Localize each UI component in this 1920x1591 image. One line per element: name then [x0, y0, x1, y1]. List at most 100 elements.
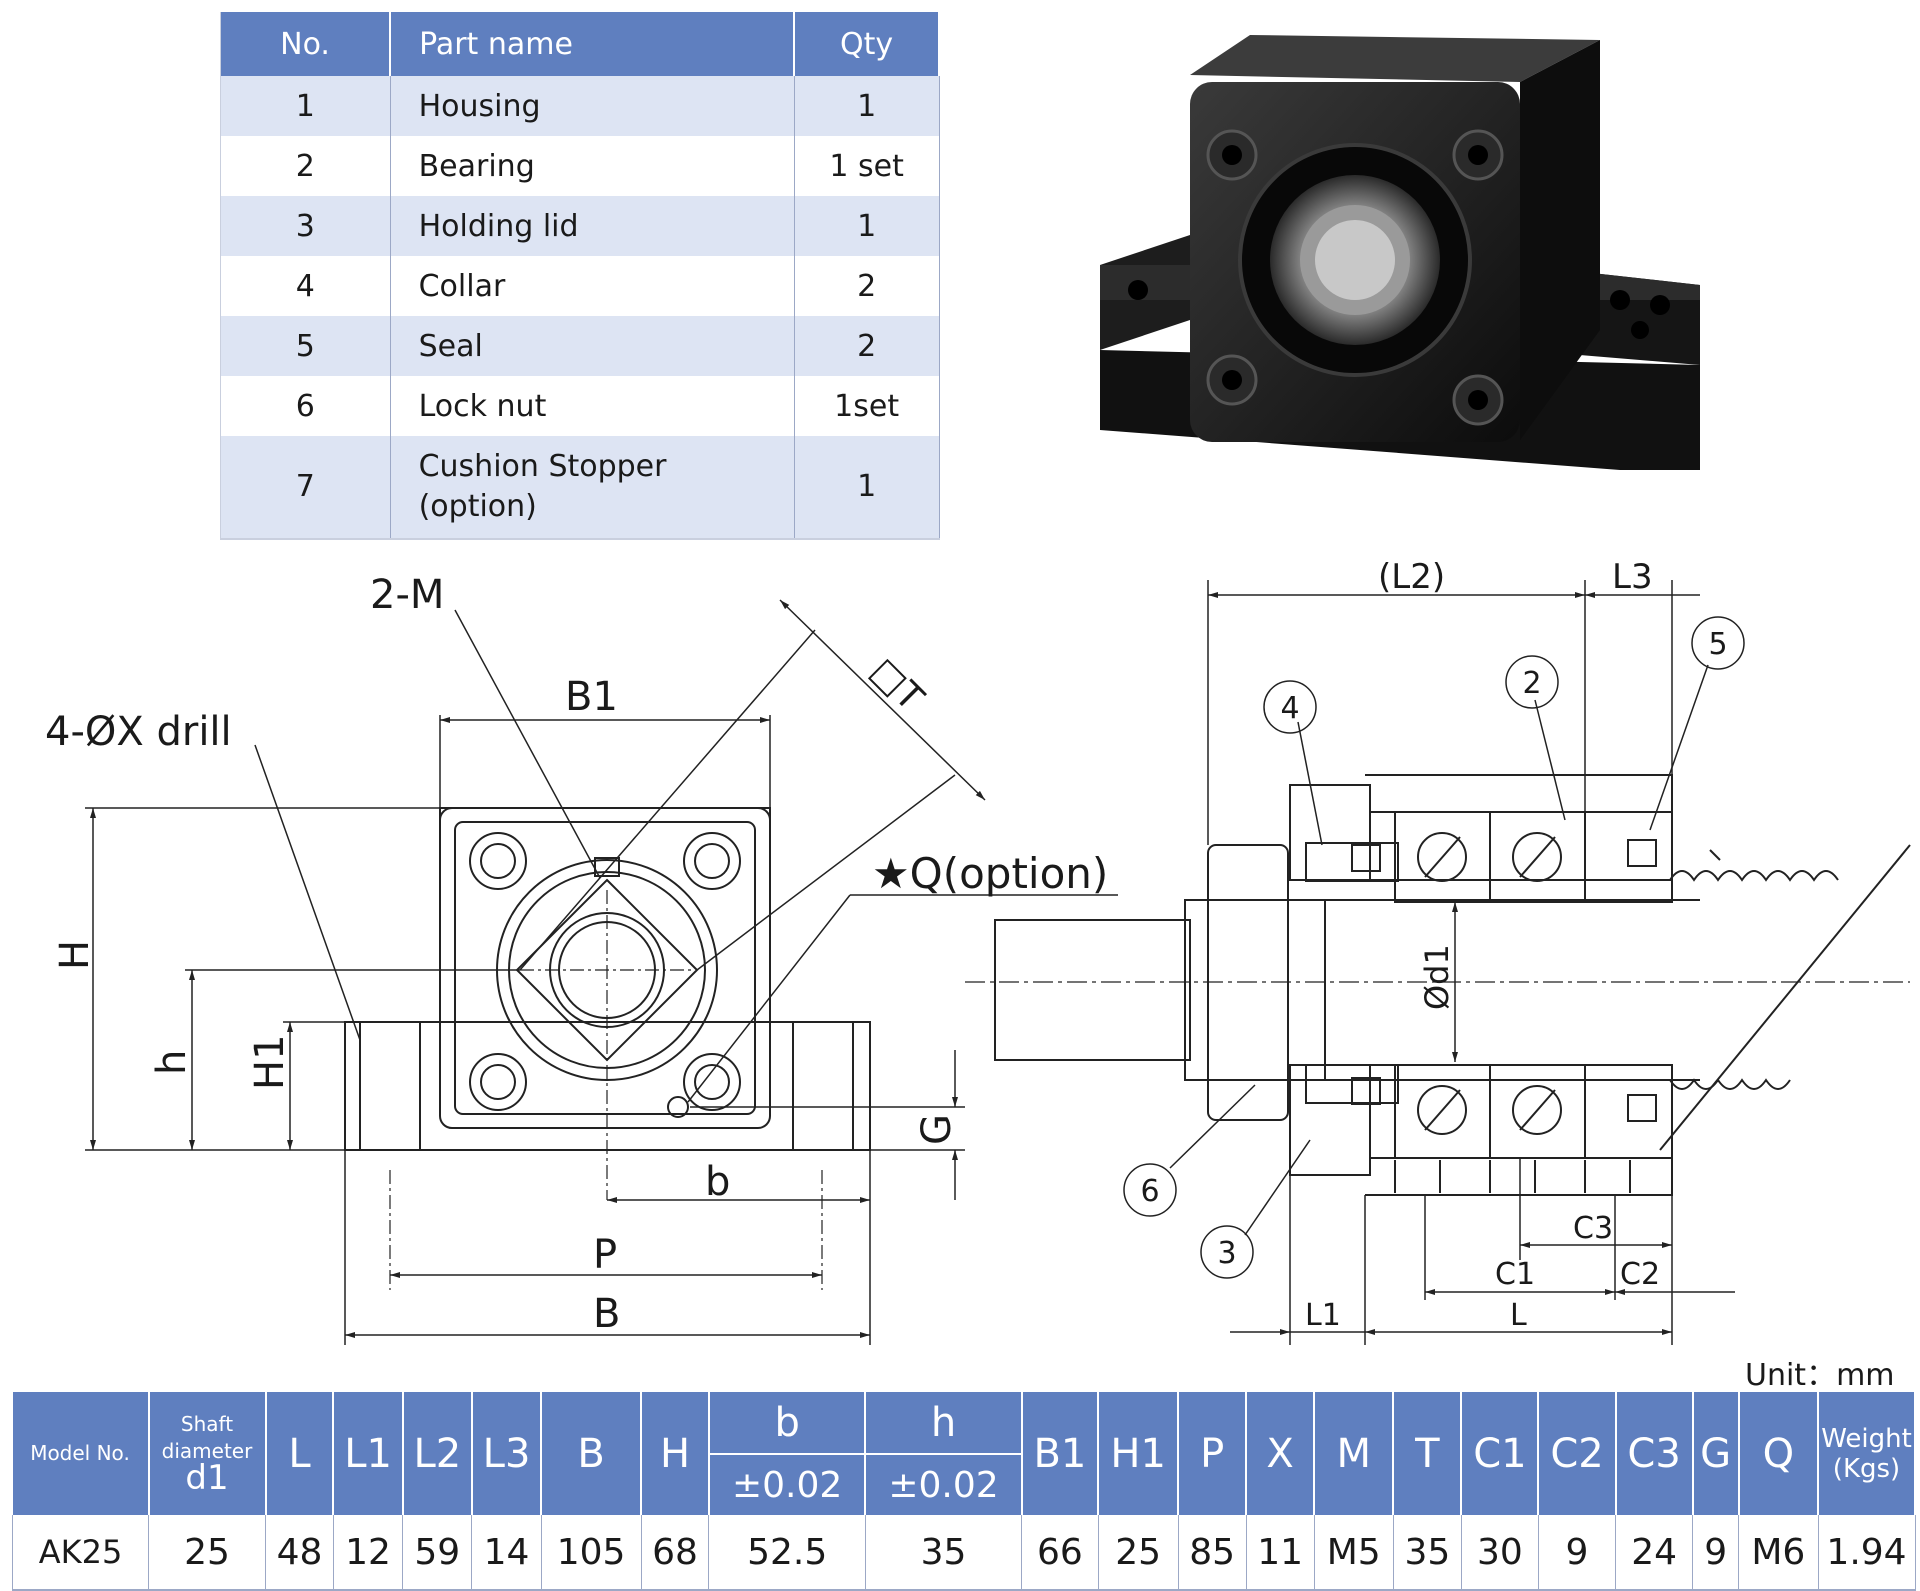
part-qty: 1set — [794, 376, 940, 436]
callout-4: 4 — [1280, 691, 1299, 726]
cell-weight: 1.94 — [1818, 1515, 1916, 1591]
col-part-name-header: Part name — [390, 12, 796, 76]
header-X: X — [1246, 1392, 1316, 1515]
side-view-labels: (L2) L3 Ød1 C3 C1 C2 L1 L 4 2 5 6 3 — [1140, 557, 1727, 1333]
header-b: b — [708, 1392, 867, 1454]
part-no: 6 — [220, 376, 391, 436]
part-no: 5 — [220, 316, 391, 376]
part-name: Bearing — [390, 136, 795, 196]
header-G: G — [1692, 1392, 1740, 1515]
product-photo — [1100, 35, 1700, 470]
cell-C2: 9 — [1538, 1515, 1617, 1591]
part-name-line2: (option) — [418, 489, 537, 524]
header-weight-line1: Weight — [1821, 1423, 1912, 1454]
header-shaft: Shaft diameter d1 — [148, 1392, 267, 1515]
label-h1: H1 — [247, 1034, 293, 1090]
cell-L3: 14 — [471, 1515, 542, 1591]
header-L3: L3 — [471, 1392, 543, 1515]
label-q: ★Q(option) — [872, 849, 1108, 898]
part-name: Cushion Stopper (option) — [390, 436, 795, 539]
side-view-dimensions — [1123, 580, 1745, 1345]
table-row: 6 Lock nut 1set — [220, 376, 940, 436]
header-weight: Weight (Kgs) — [1818, 1392, 1916, 1515]
front-view-labels: 2-M 4-ØX drill B1 □T ★Q(option) H h H1 G… — [45, 572, 1108, 1337]
header-h: h — [865, 1392, 1023, 1454]
table-row: 1 Housing 1 — [220, 76, 940, 136]
cell-model: AK25 — [12, 1515, 149, 1591]
part-qty: 2 — [794, 316, 940, 376]
header-shaft-line2: diameter — [161, 1439, 253, 1463]
header-h-tolerance: ±0.02 — [865, 1453, 1023, 1515]
label-c3: C3 — [1573, 1211, 1613, 1246]
header-L: L — [265, 1392, 335, 1515]
part-qty: 1 — [794, 76, 940, 136]
cell-C1: 30 — [1461, 1515, 1539, 1591]
part-qty: 1 set — [794, 136, 940, 196]
header-B1: B1 — [1021, 1392, 1100, 1515]
label-t: □T — [862, 650, 931, 719]
header-shaft-line3: d1 — [185, 1458, 229, 1498]
table-row: 5 Seal 2 — [220, 316, 940, 376]
label-b-small: b — [705, 1159, 730, 1205]
table-row: 4 Collar 2 — [220, 256, 940, 316]
header-H1: H1 — [1098, 1392, 1180, 1515]
col-qty-header: Qty — [794, 12, 940, 76]
part-name: Housing — [390, 76, 795, 136]
part-no: 2 — [220, 136, 391, 196]
table-row: AK25 25 48 12 59 14 105 68 52.5 35 66 25… — [12, 1515, 1916, 1591]
label-b1: B1 — [565, 674, 618, 720]
cell-B: 105 — [541, 1515, 642, 1591]
cell-L2: 59 — [402, 1515, 473, 1591]
table-row: 3 Holding lid 1 — [220, 196, 940, 256]
header-L1: L1 — [333, 1392, 404, 1515]
cell-b: 52.5 — [708, 1515, 866, 1591]
part-name: Holding lid — [390, 196, 795, 256]
header-C3: C3 — [1615, 1392, 1694, 1515]
header-M: M — [1314, 1392, 1395, 1515]
label-2m: 2-M — [370, 572, 444, 618]
header-H: H — [641, 1392, 710, 1515]
cell-h: 35 — [865, 1515, 1023, 1591]
cell-X: 11 — [1246, 1515, 1315, 1591]
label-p: P — [593, 1232, 617, 1278]
callout-3: 3 — [1217, 1236, 1236, 1271]
label-l1: L1 — [1305, 1298, 1341, 1333]
cell-L1: 12 — [333, 1515, 404, 1591]
header-model: Model No. — [12, 1392, 150, 1515]
cell-Q: M6 — [1738, 1515, 1819, 1591]
front-view — [344, 807, 871, 1290]
label-l3: L3 — [1612, 557, 1653, 597]
cell-H: 68 — [641, 1515, 710, 1591]
label-g: G — [914, 1114, 960, 1145]
cell-M: M5 — [1314, 1515, 1394, 1591]
part-name: Collar — [390, 256, 795, 316]
callout-5: 5 — [1708, 627, 1727, 662]
cell-P: 85 — [1178, 1515, 1247, 1591]
callout-6: 6 — [1140, 1174, 1159, 1209]
part-name: Seal — [390, 316, 795, 376]
cell-T: 35 — [1393, 1515, 1462, 1591]
col-no-header: No. — [220, 12, 392, 76]
front-view-dimensions — [85, 599, 1118, 1345]
header-T: T — [1393, 1392, 1463, 1515]
side-view — [965, 774, 1911, 1196]
part-no: 7 — [220, 436, 391, 539]
label-c2: C2 — [1620, 1257, 1660, 1292]
header-b-tolerance: ±0.02 — [708, 1453, 867, 1515]
spec-table: Model No. Shaft diameter d1 L L1 L2 L3 B… — [12, 1392, 1916, 1591]
parts-table: No. Part name Qty 1 Housing 1 2 Bearing … — [220, 12, 940, 540]
label-b-big: B — [593, 1291, 620, 1337]
cell-C3: 24 — [1615, 1515, 1694, 1591]
header-Q: Q — [1738, 1392, 1820, 1515]
part-qty: 1 — [794, 196, 940, 256]
label-c1: C1 — [1495, 1257, 1535, 1292]
part-no: 4 — [220, 256, 391, 316]
part-no: 1 — [220, 76, 391, 136]
label-drill: 4-ØX drill — [45, 709, 232, 755]
part-qty: 2 — [794, 256, 940, 316]
header-shaft-line1: Shaft — [180, 1412, 234, 1436]
label-d1: Ød1 — [1418, 944, 1456, 1010]
cell-G: 9 — [1692, 1515, 1740, 1591]
callout-2: 2 — [1522, 666, 1541, 701]
part-name-line1: Cushion Stopper — [418, 449, 667, 484]
